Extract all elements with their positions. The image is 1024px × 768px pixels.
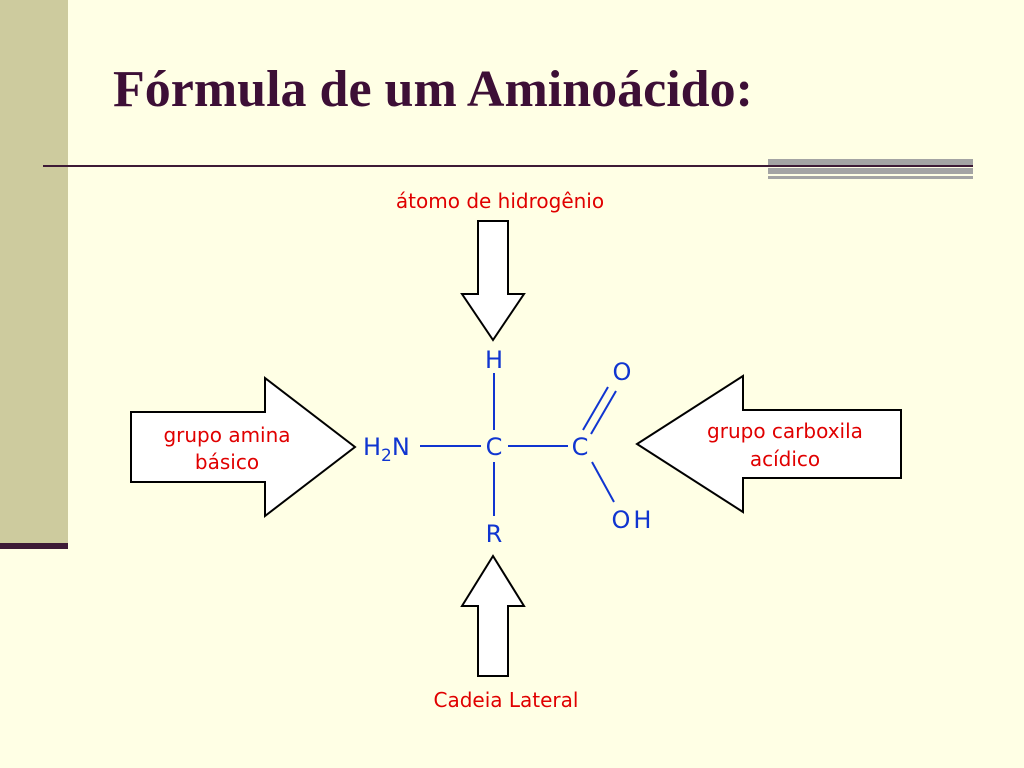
side-chain-arrow <box>460 554 526 677</box>
atom-h2n-subscript: 2 <box>381 446 392 466</box>
label-amine-line1: grupo amina <box>163 423 290 447</box>
atom-h2n: H2N <box>363 433 410 466</box>
label-carboxyl-line1: grupo carboxila <box>707 419 863 443</box>
atom-h: H <box>485 346 503 374</box>
slide-title: Fórmula de um Aminoácido: <box>113 61 753 118</box>
bond-c-o-double-1 <box>582 386 609 431</box>
label-hydrogen-atom: átomo de hidrogênio <box>396 189 604 213</box>
title-underline-accent <box>768 159 973 179</box>
atom-h2n-h: H <box>363 433 381 461</box>
sidebar-accent <box>0 0 68 547</box>
title-underline <box>43 165 973 167</box>
label-amine-line2: básico <box>195 450 259 474</box>
carboxyl-arrow <box>635 374 902 514</box>
label-carboxyl-line2: acídico <box>750 447 820 471</box>
atom-h2n-n: N <box>392 433 410 461</box>
amine-arrow <box>130 375 357 519</box>
hydrogen-arrow <box>460 220 526 342</box>
atom-c-alpha: C <box>486 433 503 461</box>
label-side-chain: Cadeia Lateral <box>434 688 579 712</box>
atom-r: R <box>486 520 503 548</box>
bond-c-oh <box>591 461 615 503</box>
atom-c-carboxyl: C <box>572 433 589 461</box>
atom-oh: OH <box>612 506 655 534</box>
sidebar-rule <box>0 543 68 549</box>
atom-o: O <box>613 358 632 386</box>
bond-c-o-double-2 <box>590 390 617 435</box>
